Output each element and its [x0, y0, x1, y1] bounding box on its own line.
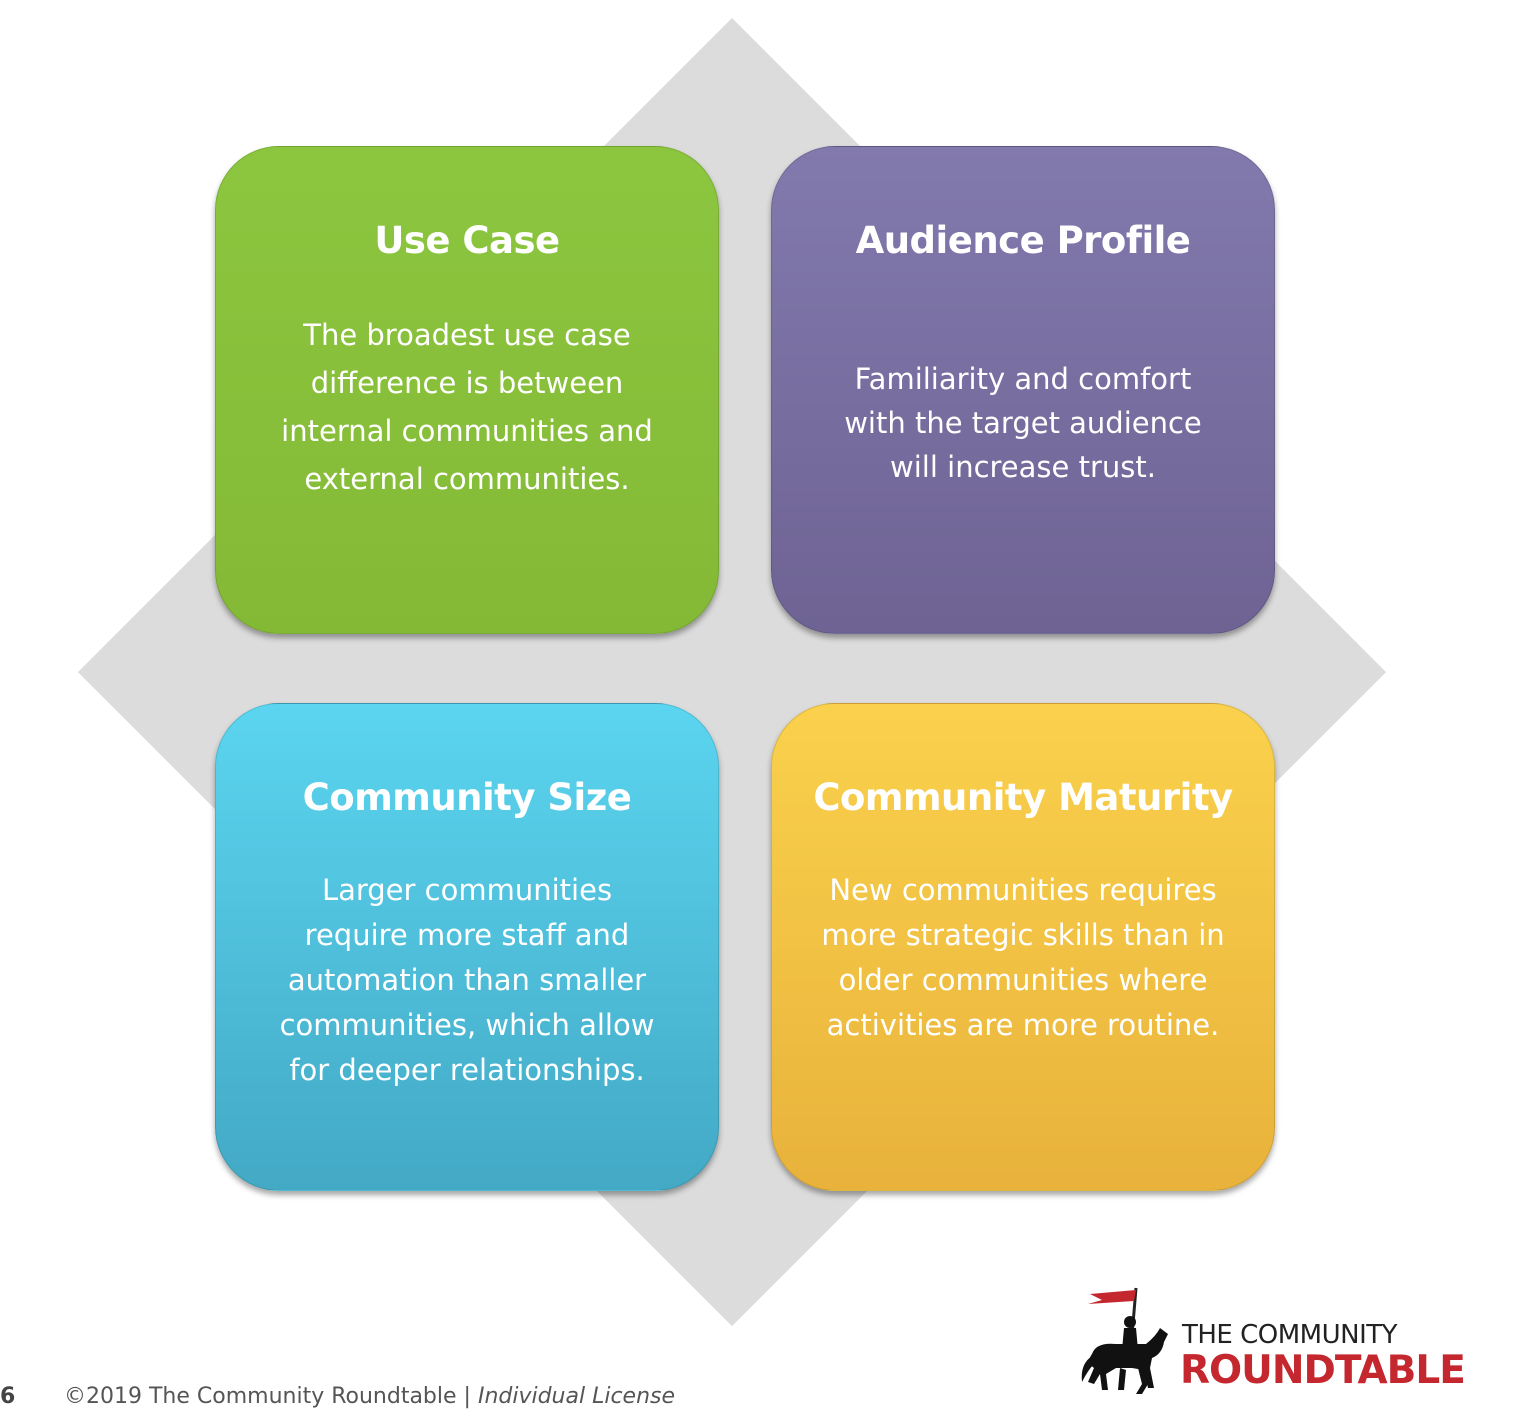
card-title: Community Size: [302, 776, 632, 819]
card-text: Familiarity and comfort with the target …: [844, 362, 1202, 484]
copyright-label: ©2019 The Community Roundtable |: [64, 1384, 478, 1409]
card-audience-profile: Audience Profile Familiarity and comfort…: [771, 146, 1275, 634]
card-use-case: Use Case The broadest use case differenc…: [215, 146, 719, 634]
card-title: Community Maturity: [813, 776, 1233, 819]
roundtable-logo: THE COMMUNITY ROUNDTABLE: [1072, 1284, 1512, 1404]
card-community-maturity: Community Maturity New communities requi…: [771, 703, 1275, 1191]
card-text: Larger communities require more staff an…: [279, 873, 655, 1087]
logo-line1: THE COMMUNITY: [1182, 1320, 1398, 1350]
page-number: 6: [0, 1384, 16, 1409]
card-community-size: Community Size Larger communities requir…: [215, 703, 719, 1191]
card-title: Use Case: [374, 219, 560, 262]
card-text: The broadest use case difference is betw…: [281, 318, 653, 496]
card-text: New communities requires more strategic …: [821, 873, 1225, 1042]
logo-line2: ROUNDTABLE: [1180, 1348, 1466, 1393]
copyright-text: ©2019 The Community Roundtable | Individ…: [64, 1384, 675, 1409]
license-label: Individual License: [477, 1384, 676, 1409]
card-title: Audience Profile: [855, 219, 1191, 262]
knight-on-horse-icon: [1081, 1287, 1168, 1394]
